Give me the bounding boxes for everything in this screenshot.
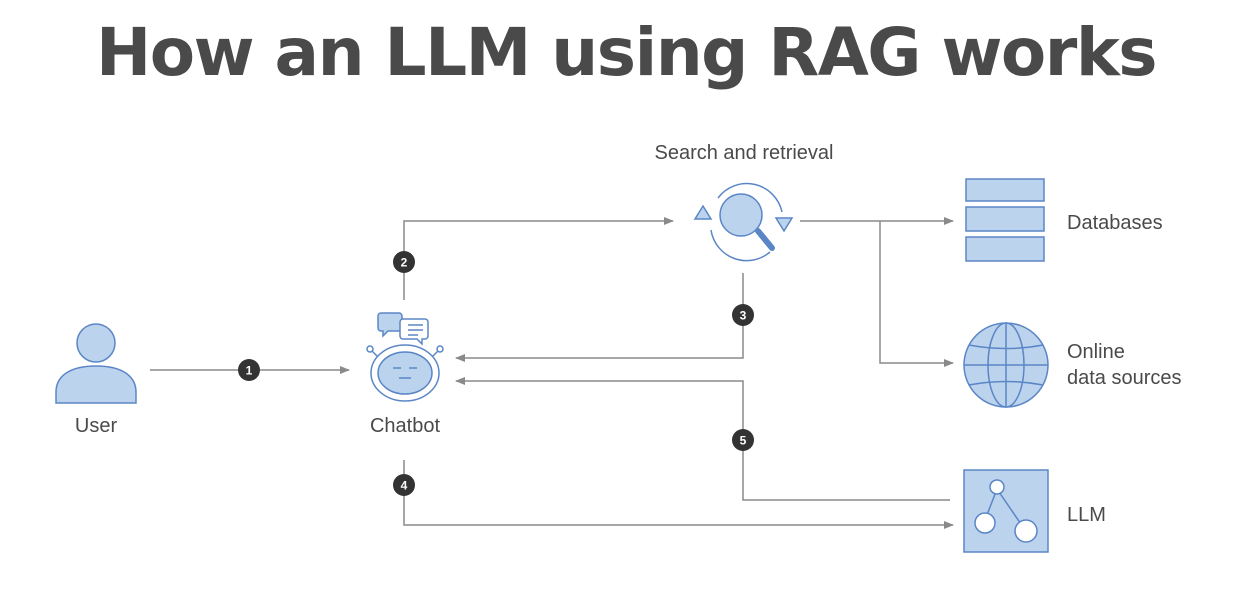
online-sources-label-line1: Online (1067, 341, 1125, 363)
databases-icon (965, 178, 1045, 262)
step-badge-4: 4 (393, 474, 415, 496)
arrow-search-to-chatbot (455, 273, 744, 362)
arrow-chatbot-to-llm (403, 460, 954, 529)
svg-text:4: 4 (401, 479, 408, 493)
globe-icon (963, 322, 1049, 408)
search-retrieval-icon (693, 182, 794, 262)
chat-bubbles-icon (377, 312, 429, 346)
llm-icon (963, 469, 1049, 553)
svg-text:5: 5 (740, 434, 747, 448)
user-label: User (74, 415, 118, 437)
chatbot-label: Chatbot (369, 415, 441, 437)
chatbot-icon (366, 312, 444, 402)
step-badge-2: 2 (393, 251, 415, 273)
user-icon (55, 323, 137, 404)
svg-text:3: 3 (740, 309, 747, 323)
arrow-llm-to-chatbot (455, 377, 950, 501)
svg-text:1: 1 (246, 364, 253, 378)
online-sources-label-line2: data sources (1067, 367, 1182, 389)
databases-label: Databases (1067, 212, 1163, 234)
search-retrieval-label: Search and retrieval (654, 142, 834, 164)
step-badge-3: 3 (732, 304, 754, 326)
step-badge-5: 5 (732, 429, 754, 451)
step-badge-1: 1 (238, 359, 260, 381)
llm-label: LLM (1067, 504, 1106, 526)
arrow-search-to-online-sources (879, 221, 954, 367)
svg-text:2: 2 (401, 256, 408, 270)
arrow-chatbot-to-search (403, 217, 674, 300)
diagram-title: How an LLM using RAG works (96, 14, 1158, 91)
